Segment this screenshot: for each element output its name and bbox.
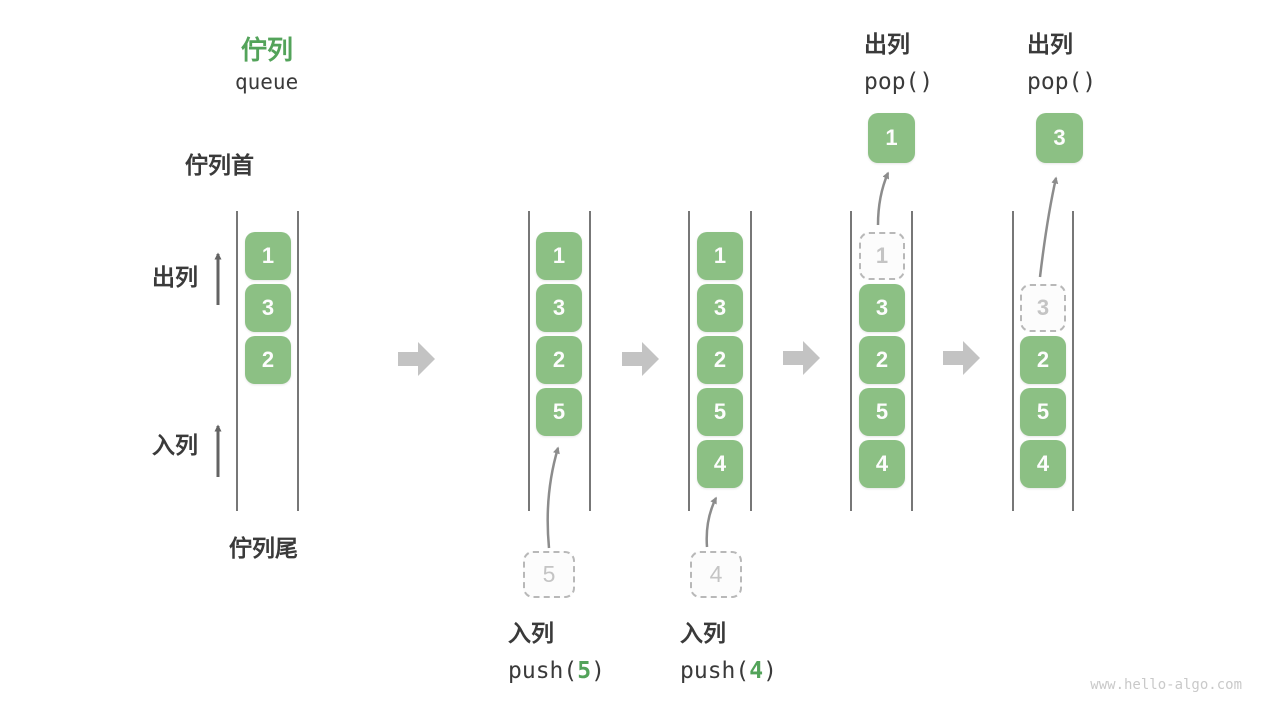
state-1-initial-item-1: 1 bbox=[245, 232, 291, 280]
pop2-caption-label: 出列 bbox=[1027, 31, 1073, 57]
state-5-after-pop-3-item-5: 5 bbox=[1020, 388, 1066, 436]
queue-front-label: 佇列首 bbox=[185, 152, 254, 178]
state-4-after-pop-1-item-5: 5 bbox=[859, 388, 905, 436]
pop2-arrow-icon bbox=[1038, 176, 1059, 278]
state-3-after-push-4-item-2: 2 bbox=[697, 336, 743, 384]
state-5-after-pop-3-item-3: 3 bbox=[1020, 284, 1066, 332]
staged-item-5: 5 bbox=[523, 551, 575, 598]
state-3-after-push-4-item-3: 3 bbox=[697, 284, 743, 332]
state-4-after-pop-1-item-3: 3 bbox=[859, 284, 905, 332]
watermark: www.hello-algo.com bbox=[1090, 677, 1242, 693]
push5-caption-code: push(5) bbox=[508, 657, 605, 684]
state-5-after-pop-3-item-2: 2 bbox=[1020, 336, 1066, 384]
queue-walls bbox=[236, 211, 1074, 511]
pop1-arrow-icon bbox=[876, 171, 890, 226]
operation-pointer-arrows bbox=[546, 171, 1059, 549]
state-2-after-push-5-item-1: 1 bbox=[536, 232, 582, 280]
state-5-after-pop-3-item-4: 4 bbox=[1020, 440, 1066, 488]
pop1-caption-code: pop() bbox=[864, 68, 934, 95]
enqueue-side-label: 入列 bbox=[152, 432, 198, 458]
push5-caption-label: 入列 bbox=[508, 620, 554, 646]
state-2-after-push-5-item-2: 2 bbox=[536, 336, 582, 384]
queue-rear-label: 佇列尾 bbox=[229, 535, 298, 561]
popped-item-1: 1 bbox=[868, 113, 915, 163]
popped-item-3: 3 bbox=[1036, 113, 1083, 163]
pop1-caption: 出列 pop() bbox=[864, 31, 933, 95]
diagram-title: 佇列 bbox=[241, 35, 294, 65]
pop1-caption-label: 出列 bbox=[864, 31, 910, 57]
state-3-after-push-4-item-4: 4 bbox=[697, 440, 743, 488]
state-1-initial-item-3: 3 bbox=[245, 284, 291, 332]
state-3-after-push-4-item-5: 5 bbox=[697, 388, 743, 436]
push4-caption-code: push(4) bbox=[680, 657, 777, 684]
dequeue-side-label: 出列 bbox=[152, 264, 198, 290]
state-1-initial-item-2: 2 bbox=[245, 336, 291, 384]
push4-arrow-icon bbox=[705, 496, 718, 548]
pop2-caption-code: pop() bbox=[1027, 68, 1097, 95]
state-2-after-push-5-item-5: 5 bbox=[536, 388, 582, 436]
pop2-caption: 出列 pop() bbox=[1027, 31, 1096, 95]
state-3-after-push-4-item-1: 1 bbox=[697, 232, 743, 280]
diagram-subtitle: queue bbox=[235, 70, 299, 94]
state-transition-arrow-icons bbox=[398, 341, 980, 376]
push5-caption: 入列 push(5) bbox=[508, 620, 605, 684]
state-4-after-pop-1-item-4: 4 bbox=[859, 440, 905, 488]
staged-item-4: 4 bbox=[690, 551, 742, 598]
push5-arrow-icon bbox=[546, 446, 560, 549]
push4-caption-label: 入列 bbox=[680, 620, 726, 646]
state-4-after-pop-1-item-2: 2 bbox=[859, 336, 905, 384]
push4-caption: 入列 push(4) bbox=[680, 620, 777, 684]
state-4-after-pop-1-item-1: 1 bbox=[859, 232, 905, 280]
state-2-after-push-5-item-3: 3 bbox=[536, 284, 582, 332]
